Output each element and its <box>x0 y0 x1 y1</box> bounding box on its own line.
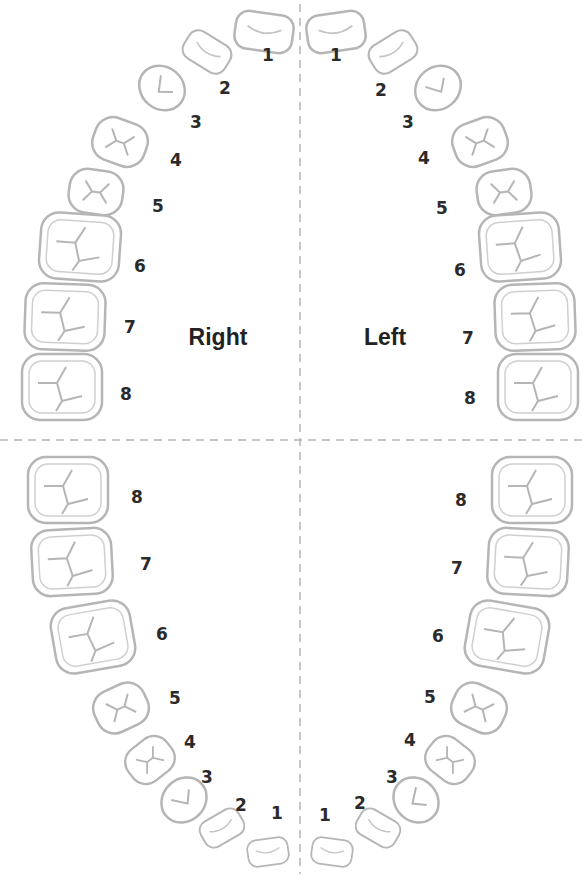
tooth-number: 8 <box>455 492 467 509</box>
tooth <box>492 457 572 523</box>
tooth-number: 2 <box>219 80 231 97</box>
tooth <box>498 354 578 420</box>
tooth-number: 3 <box>402 114 414 131</box>
tooth-number: 3 <box>201 769 213 786</box>
tooth <box>130 56 194 119</box>
tooth <box>246 836 290 868</box>
tooth-number: 5 <box>424 689 436 706</box>
tooth-number: 1 <box>319 807 331 824</box>
tooth-number: 4 <box>418 150 430 167</box>
tooth-number: 1 <box>330 47 342 64</box>
tooth-number: 6 <box>432 628 444 645</box>
tooth <box>445 677 513 740</box>
tooth-number: 8 <box>120 386 132 403</box>
tooth <box>478 211 562 282</box>
tooth-number: 2 <box>375 82 387 99</box>
tooth-number: 6 <box>454 262 466 279</box>
tooth <box>87 677 155 740</box>
side-label: Right <box>189 326 248 349</box>
tooth-number: 7 <box>124 319 136 336</box>
jaw-divider <box>0 439 582 441</box>
tooth <box>28 457 108 523</box>
tooth-number: 6 <box>156 626 168 643</box>
tooth-number: 1 <box>271 805 283 822</box>
tooth <box>352 805 404 851</box>
tooth <box>179 26 236 78</box>
tooth <box>30 527 113 597</box>
tooth <box>38 211 122 282</box>
tooth <box>365 26 422 78</box>
tooth <box>24 283 106 352</box>
tooth-number: 4 <box>404 732 416 749</box>
tooth-number: 1 <box>262 47 274 64</box>
tooth-number: 8 <box>464 390 476 407</box>
tooth-number: 4 <box>184 734 196 751</box>
tooth-number: 5 <box>436 200 448 217</box>
side-label: Left <box>364 326 406 349</box>
tooth-number: 3 <box>386 769 398 786</box>
tooth <box>474 166 534 217</box>
midline <box>299 4 301 874</box>
tooth-number: 3 <box>190 114 202 131</box>
tooth <box>48 598 138 677</box>
tooth-number: 5 <box>152 198 164 215</box>
tooth-number: 7 <box>462 330 474 347</box>
tooth-number: 5 <box>169 690 181 707</box>
tooth-number: 8 <box>131 489 143 506</box>
tooth-number: 6 <box>134 258 146 275</box>
tooth <box>22 354 102 420</box>
tooth-number: 4 <box>170 152 182 169</box>
tooth-number: 7 <box>140 556 152 573</box>
tooth <box>66 166 126 217</box>
tooth-number: 2 <box>235 797 247 814</box>
tooth <box>87 112 153 172</box>
tooth <box>310 836 354 868</box>
tooth-number: 2 <box>354 795 366 812</box>
tooth <box>447 112 513 172</box>
tooth <box>406 56 470 119</box>
tooth <box>486 527 569 597</box>
tooth <box>462 598 552 677</box>
tooth-number: 7 <box>451 560 463 577</box>
tooth <box>494 283 576 352</box>
